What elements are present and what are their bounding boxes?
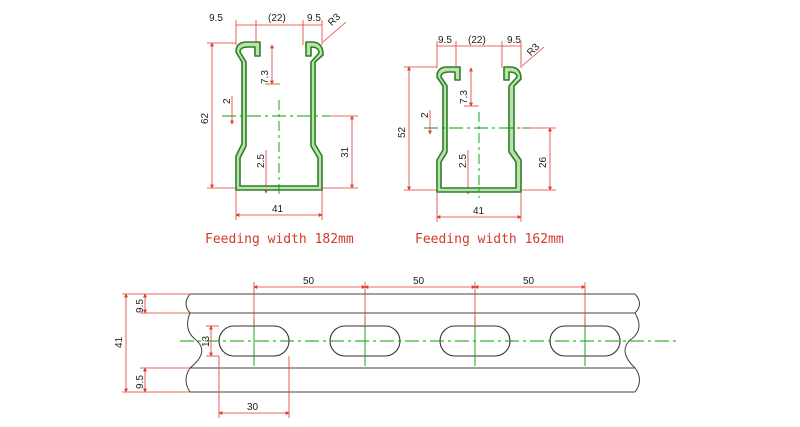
profile-a-radius-label: R3 [326,11,343,28]
slot-view-slot-length-label: 30 [247,402,259,413]
profile-a-lip-height-label: 7.3 [260,70,271,84]
slot-view-pitch-3-label: 50 [523,276,535,287]
slot-view-dimension-lines [122,282,586,418]
profile-a-width-label: 41 [272,204,284,215]
profile-b-side-thickness-label: 2 [420,112,431,118]
slot-view: 50 50 50 9.5 9.5 41 13 30 [114,276,680,418]
slot-view-slot-width-label: 13 [201,335,212,347]
slot-view-pitch-1-label: 50 [303,276,315,287]
profile-a-lip-right-label: 9.5 [307,13,321,24]
profile-b-lip-left-label: 9.5 [438,35,452,46]
slot-view-total-width-label: 41 [114,336,125,348]
slot-view-body [185,293,640,393]
slot-view-top-margin-label: 9.5 [135,299,146,313]
profile-b-channel-shape [436,66,522,193]
profile-b: 9.5 (22) 9.5 R3 7.3 52 2 2.5 26 41 Feedi… [397,35,564,247]
profile-a-bottom-thickness-label: 2.5 [256,154,267,168]
profile-a-lip-left-label: 9.5 [209,13,223,24]
profile-a-caption: Feeding width 182mm [205,232,354,247]
profile-b-lip-height-label: 7.3 [459,90,470,104]
profile-a-dimension-lines [210,21,354,217]
slot-view-slot-centers [253,318,586,366]
profile-a-lower-height-label: 31 [340,146,351,158]
slot-view-pitch-2-label: 50 [413,276,425,287]
profile-b-lower-height-label: 26 [538,156,549,168]
profile-b-radius-label: R3 [525,41,542,58]
slot-view-bottom-margin-label: 9.5 [135,375,146,389]
profile-b-caption: Feeding width 162mm [415,232,564,247]
profile-b-dimension-lines [407,45,552,219]
profile-b-bottom-thickness-label: 2.5 [458,154,469,168]
profile-b-width-label: 41 [473,206,485,217]
profile-b-gap-label: (22) [468,35,486,46]
profile-b-extension-lines [404,41,556,222]
profile-b-height-label: 52 [397,126,408,138]
profile-a-height-label: 62 [200,112,211,124]
profile-a: 9.5 (22) 9.5 R3 7.3 62 2 2.5 31 41 Feedi… [200,11,358,247]
profile-b-lip-right-label: 9.5 [507,35,521,46]
profile-a-gap-label: (22) [268,13,286,24]
profile-a-side-thickness-label: 2 [222,98,233,104]
